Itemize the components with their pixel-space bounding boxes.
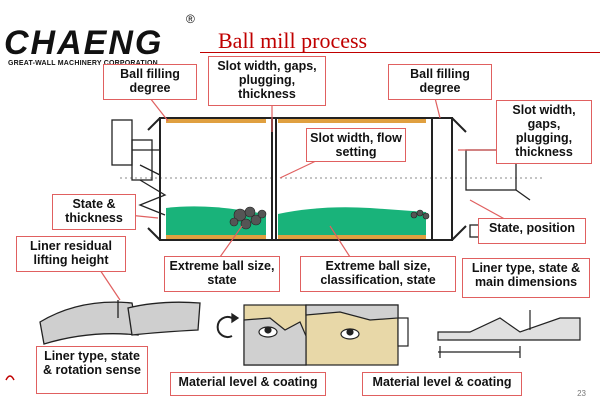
callout-liner-type-rotation: Liner type, state & rotation sense xyxy=(36,346,148,394)
title-underline xyxy=(200,52,600,53)
registered-mark: ® xyxy=(186,12,195,26)
brand-logo: CHAENG xyxy=(4,24,164,62)
material-panels xyxy=(243,304,409,366)
liner-profile xyxy=(437,310,581,358)
callout-liner-type-dims: Liner type, state & main dimensions xyxy=(462,258,590,298)
grinding-balls xyxy=(229,206,430,230)
callout-state-thickness: State & thickness xyxy=(52,194,136,230)
page-number: 23 xyxy=(577,389,586,398)
callout-material-level-2: Material level & coating xyxy=(362,372,522,396)
callout-extreme-ball-state: Extreme ball size, state xyxy=(164,256,280,292)
brand-tagline: GREAT-WALL MACHINERY CORPORATION xyxy=(8,60,158,67)
page-title: Ball mill process xyxy=(218,28,368,53)
callout-slot-width-right: Slot width, gaps, plugging, thickness xyxy=(496,100,592,164)
callout-ball-filling-left: Ball filling degree xyxy=(103,64,197,100)
callout-extreme-ball-class: Extreme ball size, classification, state xyxy=(300,256,456,292)
callout-material-level-1: Material level & coating xyxy=(170,372,326,396)
callout-slot-width-center: Slot width, gaps, plugging, thickness xyxy=(208,56,326,106)
callout-ball-filling-right: Ball filling degree xyxy=(388,64,492,100)
callout-state-position: State, position xyxy=(478,218,586,244)
partition-diaphragm xyxy=(271,118,277,240)
ball-charge xyxy=(166,206,426,235)
red-accent-mark xyxy=(5,375,15,381)
callout-slot-width-flow: Slot width, flow setting xyxy=(306,128,406,162)
inlet-structure xyxy=(111,119,167,216)
liner-coating xyxy=(166,119,426,239)
liner-closeup xyxy=(39,300,240,345)
callout-liner-residual: Liner residual lifting height xyxy=(16,236,126,272)
